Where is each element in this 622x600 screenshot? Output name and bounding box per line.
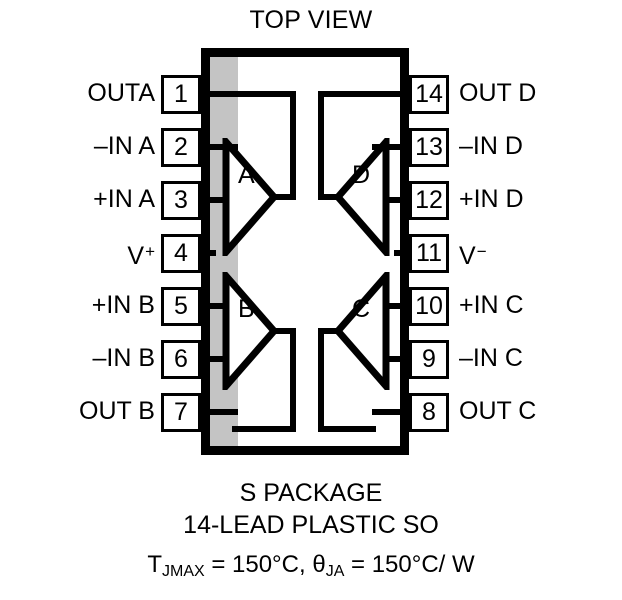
amplifier-d	[334, 138, 390, 256]
lead-6	[201, 356, 238, 362]
caption-thermal-data: TJMAX = 150°C, θJA = 150°C/ W	[0, 549, 622, 587]
wire-d-output-down	[318, 91, 324, 200]
thermal-theta-subscript: JA	[325, 563, 345, 580]
pin-label-3: +IN A	[93, 185, 155, 213]
amplifier-b	[222, 272, 278, 390]
lead-10	[372, 303, 409, 309]
pin-box-4: 4	[161, 234, 201, 273]
wire-d-output-apex	[318, 194, 344, 200]
pin-label-11-sup: −	[476, 242, 487, 261]
amplifier-c	[334, 272, 390, 390]
pin-box-6: 6	[161, 340, 201, 379]
pin-box-9: 9	[409, 340, 449, 379]
amplifier-a	[222, 138, 278, 256]
pin-box-1: 1	[161, 75, 201, 114]
wire-d-output-top	[318, 91, 376, 97]
wire-b-output-bottom	[232, 426, 296, 432]
wire-a-output-down	[290, 91, 296, 200]
pin-label-10: +IN C	[459, 291, 524, 319]
amplifier-a-letter: A	[238, 161, 255, 189]
lead-1	[201, 91, 238, 97]
pin-label-1: OUTA	[87, 79, 155, 107]
amplifier-b-letter: B	[238, 295, 255, 323]
amplifier-c-letter: C	[352, 295, 371, 323]
pin-label-11: V−	[459, 237, 487, 271]
thermal-theta-value: = 150°C/ W	[344, 551, 475, 578]
pin-label-5: +IN B	[91, 291, 155, 319]
pin-label-4-sup: +	[145, 242, 155, 261]
diagram-title: TOP VIEW	[249, 6, 373, 34]
caption-lead-count: 14-LEAD PLASTIC SO	[183, 511, 439, 539]
lead-13	[372, 144, 409, 150]
pin-box-5: 5	[161, 287, 201, 326]
pin-box-11: 11	[409, 234, 449, 273]
wire-c-output-bottom	[318, 426, 376, 432]
caption-package-name: S PACKAGE	[239, 479, 383, 507]
pin-label-4: V+	[127, 237, 155, 271]
lead-11	[394, 250, 409, 256]
lead-14	[372, 91, 409, 97]
thermal-t-subscript: JMAX	[161, 563, 205, 580]
lead-7	[201, 409, 238, 415]
pin-label-6: –IN B	[92, 344, 155, 372]
pin-label-2: –IN A	[93, 132, 155, 160]
pin-label-4-base: V	[127, 242, 145, 270]
pin-box-2: 2	[161, 128, 201, 167]
wire-a-output-apex	[268, 194, 296, 200]
thermal-theta-symbol: θ	[312, 551, 326, 578]
pin-label-9: –IN C	[459, 344, 523, 372]
amplifier-d-letter: D	[352, 161, 371, 189]
lead-3	[201, 197, 238, 203]
pin-box-7: 7	[161, 393, 201, 432]
pin-label-7: OUT B	[79, 397, 155, 425]
pin-label-14: OUT D	[459, 79, 537, 107]
lead-9	[372, 356, 409, 362]
pin-label-13: –IN D	[459, 132, 523, 160]
thermal-t-value: = 150°C,	[204, 551, 313, 578]
pin-box-12: 12	[409, 181, 449, 220]
pin-label-12: +IN D	[459, 185, 524, 213]
lead-5	[201, 303, 238, 309]
pin-label-11-base: V	[459, 242, 476, 270]
wire-b-output-apex	[268, 328, 296, 334]
pin-box-14: 14	[409, 75, 449, 114]
lead-8	[372, 409, 409, 415]
pin-box-13: 13	[409, 128, 449, 167]
wire-a-output-top	[232, 91, 296, 97]
pin-label-8: OUT C	[459, 397, 537, 425]
wire-c-output-apex	[318, 328, 344, 334]
wire-c-output-down	[318, 328, 324, 432]
pin-box-3: 3	[161, 181, 201, 220]
pin-box-8: 8	[409, 393, 449, 432]
lead-4	[201, 250, 216, 256]
lead-12	[372, 197, 409, 203]
lead-2	[201, 144, 238, 150]
thermal-t-symbol: T	[147, 551, 162, 578]
wire-b-output-down	[290, 328, 296, 432]
pin-box-10: 10	[409, 287, 449, 326]
